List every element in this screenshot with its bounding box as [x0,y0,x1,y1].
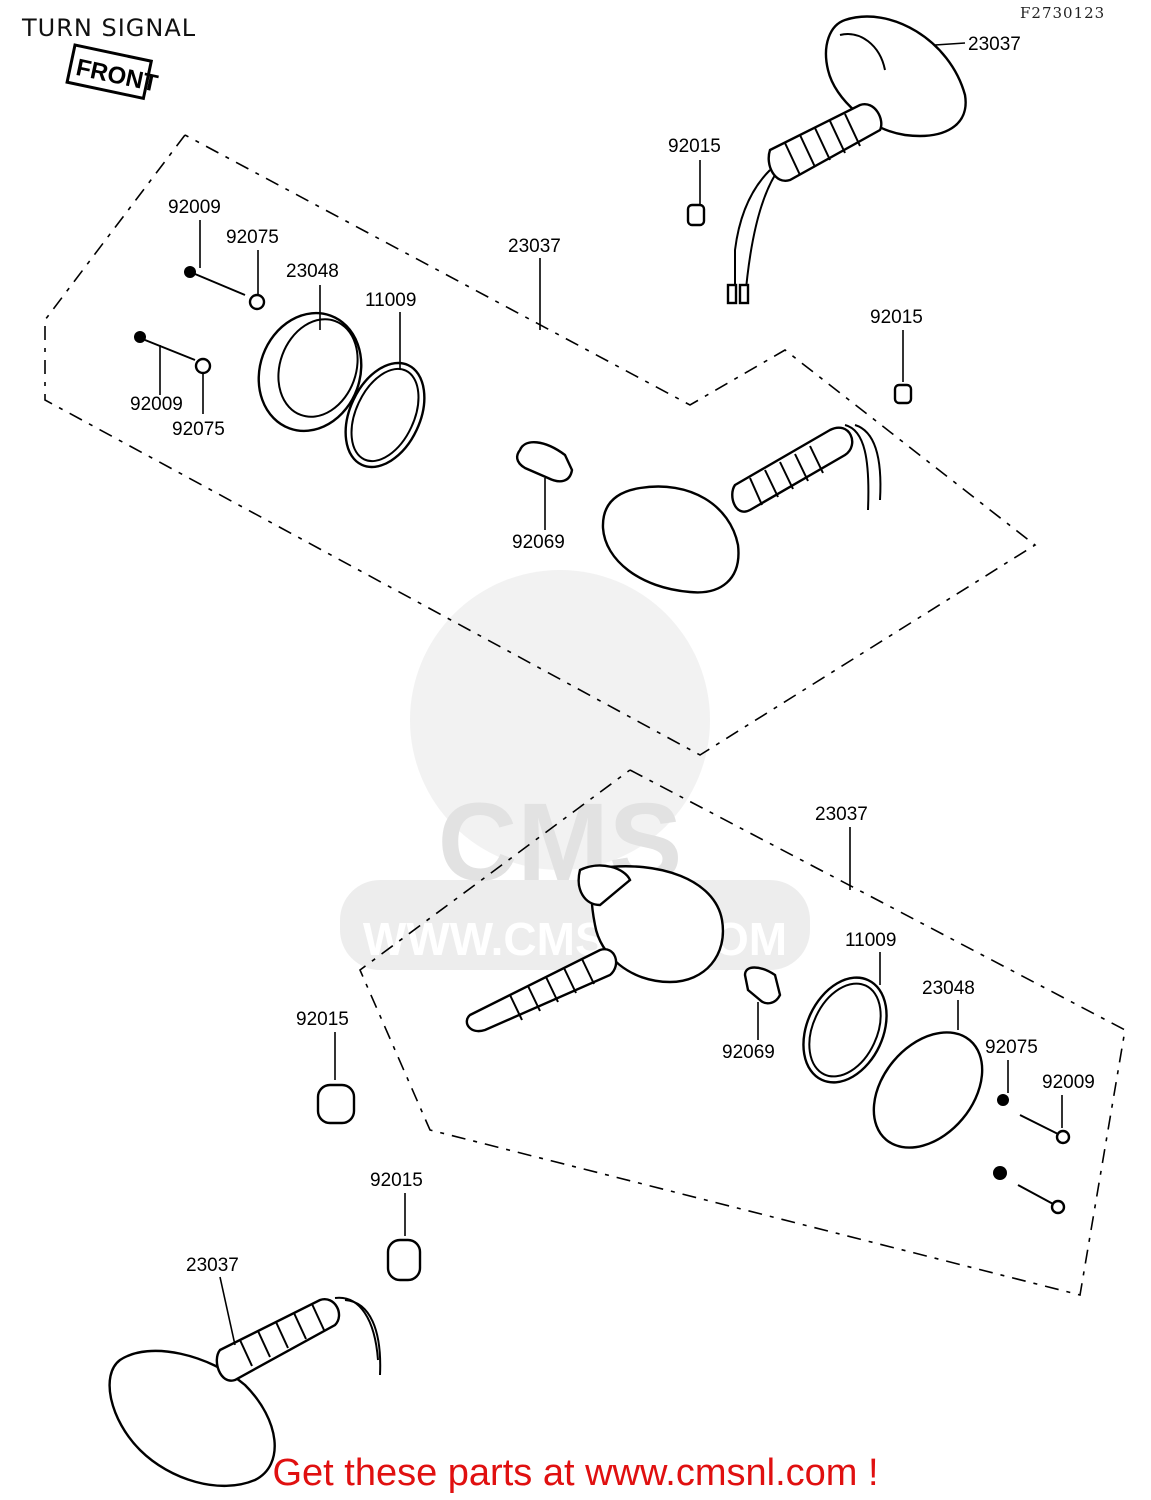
part-label: 92015 [370,1170,423,1191]
front-direction-tag: FRONT [65,43,160,101]
part-label: 92009 [130,394,183,415]
part-label: 92069 [512,532,565,553]
promo-banner: Get these parts at www.cmsnl.com ! [0,1452,1151,1495]
part-label: 11009 [845,930,896,951]
part-label: 23048 [286,261,339,282]
front-assembly-boundary [44,134,1037,756]
part-label: 92015 [668,136,721,157]
part-label: 23037 [508,236,561,257]
watermark-logo: CMS WWW.CMSNL.COM [340,570,810,970]
part-label: 92009 [1042,1072,1095,1093]
rear-assembly-boundary [359,769,1126,1296]
diagram-title: TURN SIGNAL [22,14,197,42]
part-label: 23037 [968,34,1021,55]
part-label: 92075 [985,1037,1038,1058]
bottom-left-turn-signal [108,1296,382,1488]
rear-hardware [316,864,1071,1282]
part-label: 92069 [722,1042,775,1063]
part-label: 23037 [186,1255,239,1276]
part-label: 92015 [870,307,923,328]
part-label: 92015 [296,1009,349,1030]
part-label: 92009 [168,197,221,218]
part-label: 92075 [172,419,225,440]
top-right-turn-signal [686,15,967,305]
front-left-hardware [134,266,913,594]
promo-link[interactable]: Get these parts at www.cmsnl.com ! [272,1452,879,1494]
part-label: 23048 [922,978,975,999]
part-label: 11009 [365,290,416,311]
leader-lines [159,42,1063,1346]
part-label: 23037 [815,804,868,825]
part-label: 92075 [226,227,279,248]
diagram-reference-code: F2730123 [1020,4,1106,22]
part-number-labels: 23037 92015 23037 92009 92075 23048 1100… [130,34,1095,1276]
